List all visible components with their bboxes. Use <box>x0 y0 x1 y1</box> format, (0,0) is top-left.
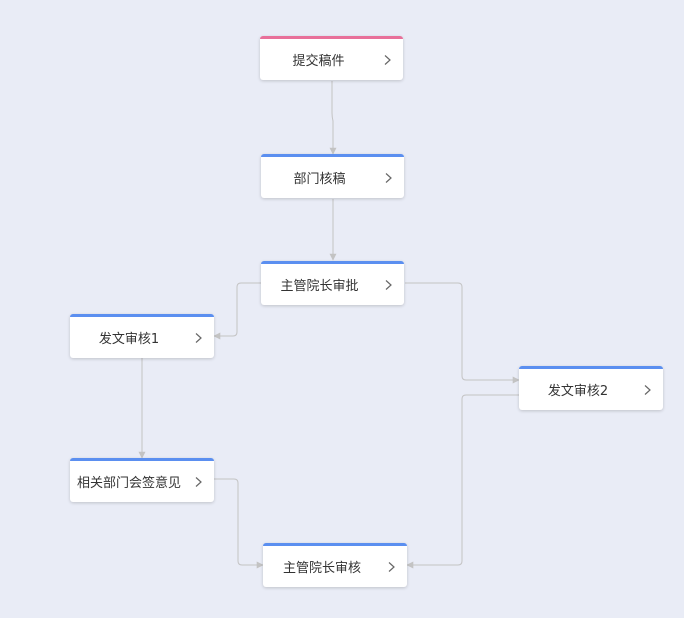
edge-submit-to-dept-review <box>329 81 337 155</box>
chevron-right-icon[interactable] <box>382 279 394 291</box>
node-issue-review-2[interactable]: 发文审核2 <box>519 366 663 410</box>
chevron-right-icon[interactable] <box>385 561 397 573</box>
node-head-review[interactable]: 主管院长审核 <box>263 543 407 587</box>
node-submit-manuscript[interactable]: 提交稿件 <box>260 36 403 80</box>
edge-review2-to-head-review <box>406 394 519 569</box>
chevron-right-icon[interactable] <box>641 384 653 396</box>
node-label: 部门核稿 <box>293 172 346 187</box>
chevron-right-icon[interactable] <box>192 332 204 344</box>
node-head-approval[interactable]: 主管院长审批 <box>261 261 404 305</box>
node-label: 提交稿件 <box>292 54 345 69</box>
chevron-right-icon[interactable] <box>192 476 204 488</box>
chevron-right-icon[interactable] <box>381 54 393 66</box>
node-label: 主管院长审批 <box>280 279 359 294</box>
node-dept-review[interactable]: 部门核稿 <box>261 154 404 198</box>
edge-countersign-to-head-review <box>214 478 264 569</box>
node-label: 发文审核2 <box>547 384 609 399</box>
edge-head-approve-to-review2 <box>405 282 520 384</box>
node-label: 主管院长审核 <box>282 561 361 576</box>
node-dept-countersign[interactable]: 相关部门会签意见 <box>70 458 214 502</box>
node-label: 发文审核1 <box>98 332 160 347</box>
node-issue-review-1[interactable]: 发文审核1 <box>70 314 214 358</box>
edge-head-approve-to-review1 <box>213 282 261 340</box>
chevron-right-icon[interactable] <box>382 172 394 184</box>
node-label: 相关部门会签意见 <box>76 476 181 491</box>
